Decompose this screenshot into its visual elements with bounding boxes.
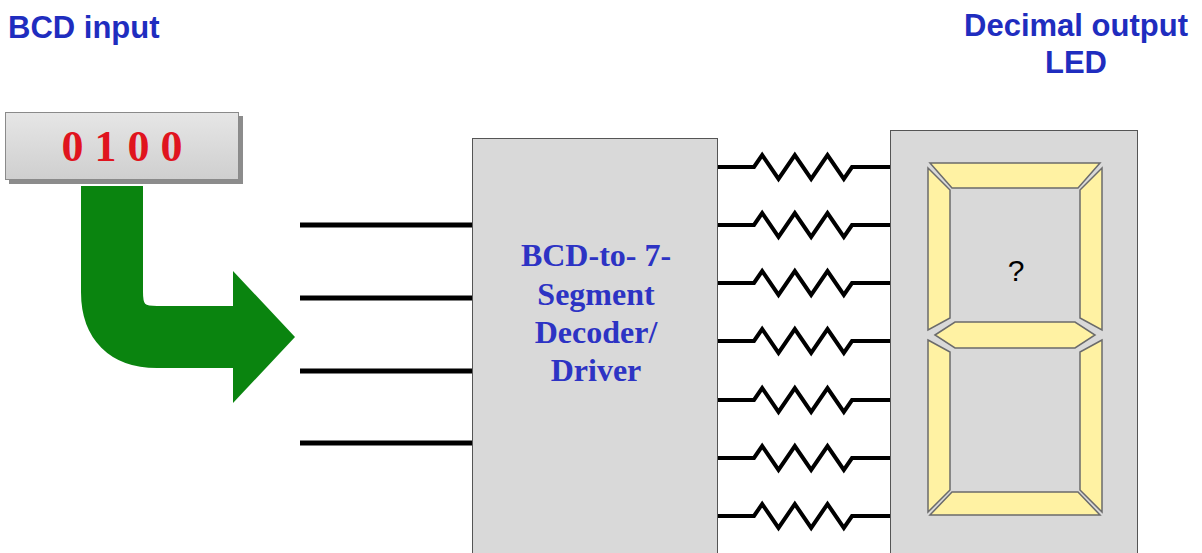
led-segment [1080, 340, 1102, 512]
bcd-digits: 0 1 0 0 [6, 113, 238, 179]
resistor-wire [718, 329, 890, 353]
input-line [300, 223, 472, 228]
resistor-wire [718, 446, 890, 470]
input-line [300, 296, 472, 301]
resistor-wire [718, 504, 890, 528]
input-arrow [112, 186, 295, 403]
section-heading: BCD input [8, 9, 160, 46]
led-segment [928, 340, 950, 512]
section-heading: Decimal output LED [956, 7, 1196, 81]
resistor-wire [718, 388, 890, 412]
led-segment [928, 168, 950, 330]
led-segment [930, 492, 1100, 515]
bcd-input-box: BCD input0 1 0 0 [5, 112, 239, 180]
decoder-label: BCD-to- 7-Segment Decoder/ Driver [496, 236, 696, 390]
resistor-wire [718, 213, 890, 237]
input-line [300, 369, 472, 374]
led-segment [1080, 168, 1102, 330]
led-display: Decimal output LED? [890, 130, 1138, 553]
led-segment [930, 163, 1100, 188]
input-line [300, 441, 472, 446]
decoder-box: BCD-to- 7-Segment Decoder/ Driver [472, 138, 718, 553]
led-segment [935, 322, 1095, 348]
unknown-digit: ? [1008, 254, 1025, 288]
resistor-wire [718, 271, 890, 295]
resistor-wire [718, 155, 890, 179]
seven-segment-figure [890, 130, 1138, 553]
input-lines [300, 225, 472, 443]
